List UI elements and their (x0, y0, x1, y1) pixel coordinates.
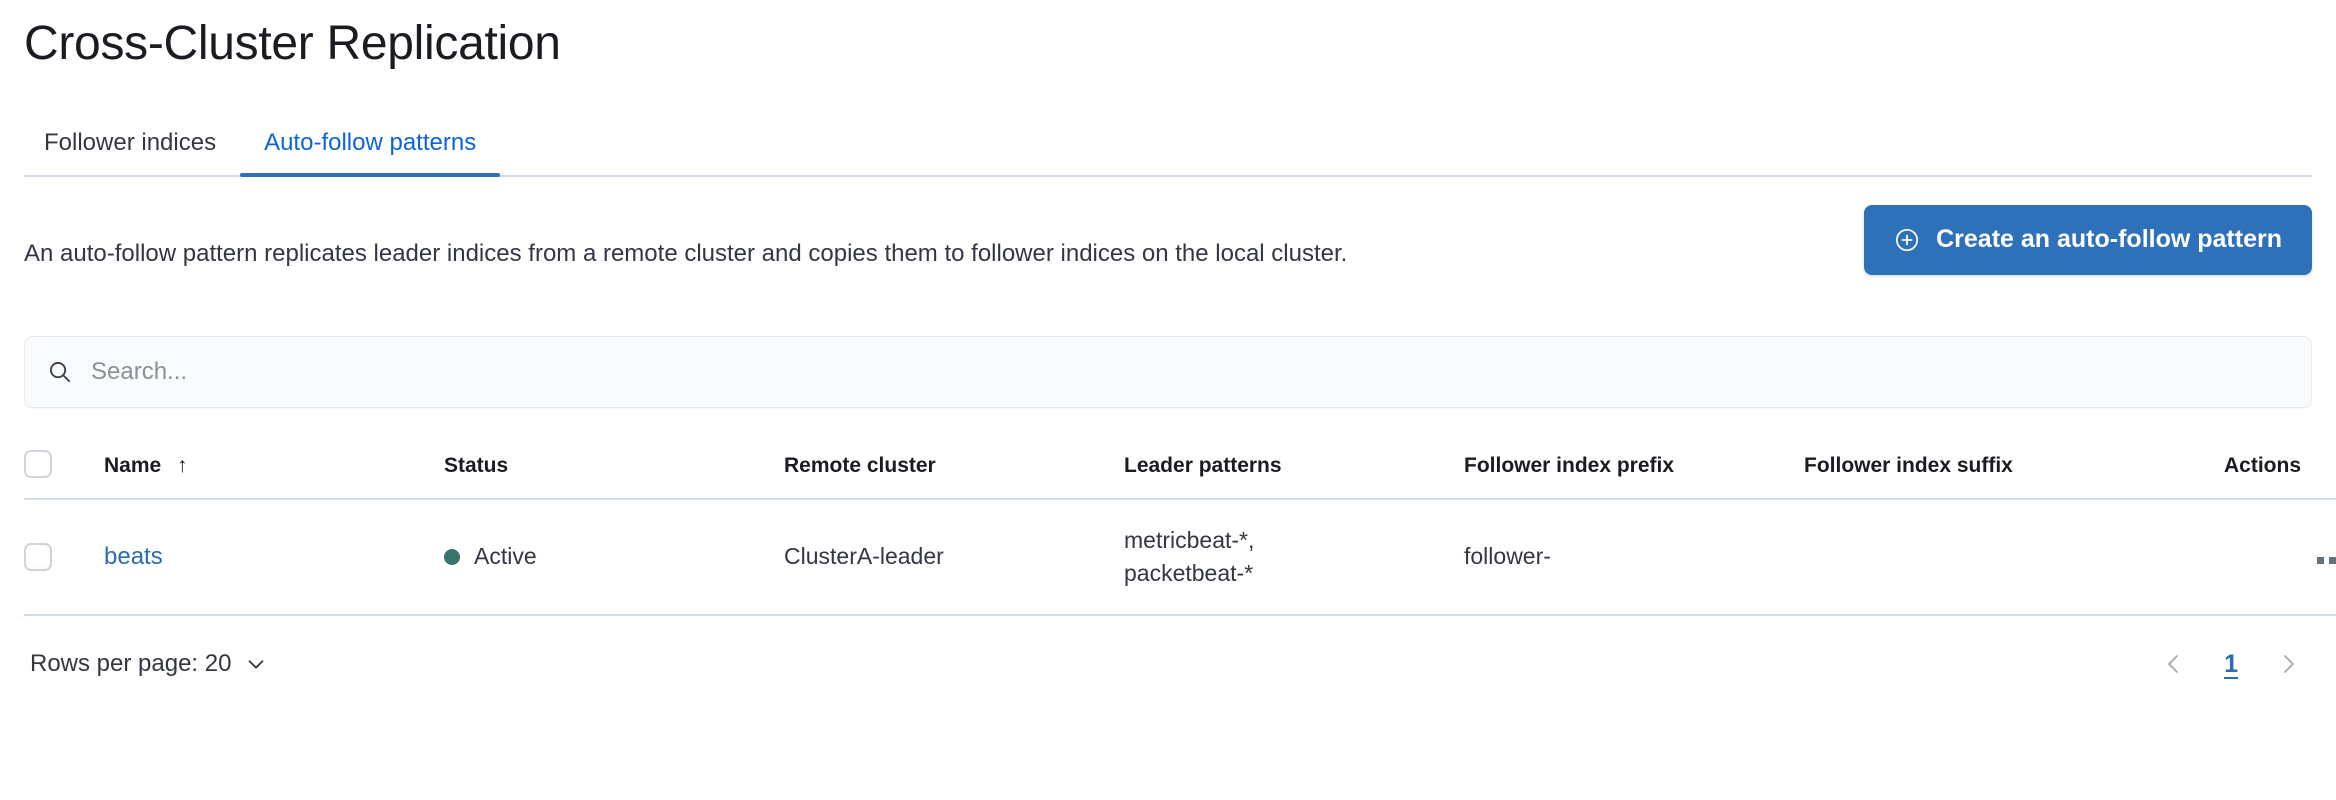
tab-auto-follow-patterns[interactable]: Auto-follow patterns (240, 128, 501, 177)
pattern-name-link[interactable]: beats (104, 542, 163, 570)
status-label: Active (474, 543, 537, 570)
search-icon (47, 359, 73, 385)
table-footer: Rows per page: 20 1 (24, 648, 2312, 680)
create-button-label: Create an auto-follow pattern (1936, 225, 2282, 254)
table-body: beats Active ClusterA-leader metricbeat-… (24, 498, 2336, 617)
search-input[interactable] (91, 357, 2289, 386)
tab-follower-indices[interactable]: Follower indices (24, 128, 240, 175)
tab-auto-follow-patterns-label: Auto-follow patterns (264, 128, 477, 156)
row-select-checkbox[interactable] (24, 543, 52, 572)
table-header: Name ↑ Status Remote cluster Leader patt… (24, 449, 2336, 500)
cell-status: Active (444, 498, 784, 617)
chevron-down-icon (245, 653, 267, 675)
cell-follower-index-prefix: follower- (1464, 498, 1804, 617)
auto-follow-patterns-table: Name ↑ Status Remote cluster Leader patt… (24, 449, 2336, 617)
leader-patterns-value: metricbeat-*, packetbeat-* (1124, 526, 1255, 586)
status-dot-icon (444, 548, 460, 565)
column-header-name-label: Name (104, 453, 162, 477)
rows-per-page-selector[interactable]: Rows per page: 20 (30, 650, 267, 678)
select-all-checkbox[interactable] (24, 449, 52, 478)
column-header-name[interactable]: Name ↑ (104, 449, 444, 500)
pagination: 1 (2156, 648, 2306, 680)
cell-remote-cluster: ClusterA-leader (784, 498, 1124, 617)
column-header-remote-cluster[interactable]: Remote cluster (784, 449, 1124, 500)
row-select-cell (24, 498, 104, 617)
column-header-leader-patterns[interactable]: Leader patterns (1124, 449, 1464, 500)
cell-actions (2224, 498, 2336, 617)
search-bar[interactable] (24, 335, 2312, 408)
column-header-actions: Actions (2224, 449, 2336, 500)
ellipsis-dot-2 (2329, 557, 2336, 565)
select-all-header (24, 449, 104, 500)
cell-follower-index-suffix (1804, 498, 2224, 617)
table-row: beats Active ClusterA-leader metricbeat-… (24, 498, 2336, 617)
page-description: An auto-follow pattern replicates leader… (24, 239, 1348, 267)
column-header-follower-index-suffix[interactable]: Follower index suffix (1804, 449, 2224, 500)
pagination-page-1[interactable]: 1 (2218, 650, 2244, 679)
cell-leader-patterns: metricbeat-*, packetbeat-* (1124, 498, 1464, 617)
column-header-status[interactable]: Status (444, 449, 784, 500)
ellipsis-horizontal-icon (2317, 557, 2324, 565)
create-auto-follow-pattern-button[interactable]: Create an auto-follow pattern (1864, 204, 2312, 275)
table-header-row: Name ↑ Status Remote cluster Leader patt… (24, 449, 2336, 500)
intro-row: An auto-follow pattern replicates leader… (24, 204, 2312, 296)
chevron-right-icon (2284, 655, 2294, 674)
cell-name: beats (104, 498, 444, 617)
status-badge: Active (444, 543, 784, 570)
plus-in-circle-icon (1894, 227, 1920, 253)
row-actions-button[interactable] (2311, 551, 2336, 570)
column-header-follower-index-prefix[interactable]: Follower index prefix (1464, 449, 1804, 500)
page-title: Cross-Cluster Replication (24, 17, 561, 70)
arrow-up-icon: ↑ (177, 453, 188, 477)
pagination-next-button[interactable] (2270, 648, 2306, 680)
pagination-prev-button[interactable] (2156, 648, 2192, 680)
tab-follower-indices-label: Follower indices (44, 128, 217, 156)
chevron-left-icon (2168, 655, 2178, 674)
tab-bar: Follower indices Auto-follow patterns (24, 113, 2312, 177)
rows-per-page-label: Rows per page: 20 (30, 650, 232, 678)
